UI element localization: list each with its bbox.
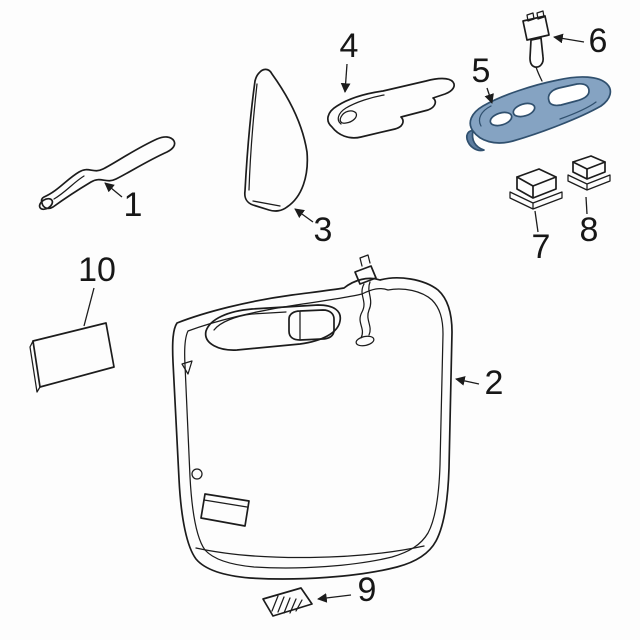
connector-body	[522, 15, 550, 41]
panel-bottom-contour	[195, 545, 425, 559]
bezel-switch-hole-1	[489, 111, 513, 127]
part-7-leader-line	[534, 210, 539, 233]
part-9-label: 9	[358, 571, 377, 609]
sail-inner-edge	[248, 83, 258, 191]
part-3-sail-trim	[243, 68, 309, 212]
panel-armrest-opening	[204, 304, 342, 351]
bezel-side-thickness	[465, 130, 485, 152]
part-3-label: 3	[314, 211, 333, 249]
bezel-top-face	[469, 76, 612, 144]
part-7-window-switch	[509, 168, 563, 210]
part-2-callout: 2	[455, 364, 504, 402]
panel-harness-wire-b	[367, 281, 372, 336]
part-5-switch-bezel-highlighted	[465, 76, 612, 152]
pad-side-edge	[29, 340, 41, 393]
part-2-label: 2	[485, 364, 504, 402]
part-2-leader-line	[455, 376, 480, 386]
part-8-label: 8	[580, 211, 599, 249]
part-10-label: 10	[78, 251, 116, 289]
panel-harness-grommet	[355, 335, 375, 347]
bezel-switch-hole-2	[512, 102, 536, 118]
part-10-insulator-pad	[29, 322, 115, 393]
connector-pin-right	[536, 10, 545, 20]
part-5-leader-line	[484, 87, 494, 104]
part-4-label: 4	[340, 27, 359, 65]
part-8-callout: 8	[580, 196, 599, 249]
switch7-body	[516, 176, 557, 199]
panel-harness-wire-a	[359, 283, 365, 339]
pad-face	[32, 322, 115, 388]
panel-map-pocket-lip	[203, 499, 248, 508]
panel-grab-line	[213, 311, 287, 331]
part-6-callout: 6	[553, 22, 608, 60]
panel-screw-hole	[191, 468, 203, 480]
armrest-slot	[339, 110, 358, 124]
part-3-leader-line	[294, 208, 314, 223]
panel-map-pocket	[200, 493, 250, 527]
armrest-inner-contour	[337, 94, 385, 125]
part-7-label: 7	[532, 228, 551, 266]
part-9-leader-line	[317, 593, 352, 603]
part-6-leader-line	[553, 33, 585, 44]
part-5-label: 5	[472, 52, 491, 90]
reflector-hatching	[271, 595, 303, 614]
part-4-armrest-handle	[327, 77, 455, 139]
sail-outline	[243, 68, 309, 212]
part-10-callout: 10	[78, 251, 116, 327]
armrest-outline	[327, 77, 455, 139]
part-8-leader-line	[585, 196, 588, 215]
panel-clip-bracket	[181, 360, 193, 375]
panel-outer-outline	[171, 277, 453, 580]
sail-bottom-line	[252, 200, 281, 207]
connector-pin-left	[526, 12, 535, 22]
part-9-callout: 9	[317, 571, 377, 609]
part-9-reflector	[262, 587, 313, 617]
part-4-callout: 4	[340, 27, 359, 93]
part-5-callout: 5	[472, 52, 494, 104]
weatherstrip-end-cap	[38, 197, 54, 211]
part-8-lock-switch	[567, 155, 611, 191]
bezel-inner-contour	[478, 105, 492, 127]
part-1-label: 1	[124, 186, 143, 224]
part-1-leader-line	[104, 182, 123, 198]
connector-stem	[529, 37, 544, 68]
part-1-weatherstrip	[38, 136, 176, 211]
reflector-outline	[262, 587, 313, 617]
switch7-base	[509, 191, 563, 210]
part-7-callout: 7	[532, 210, 551, 266]
part-6-label: 6	[589, 22, 608, 60]
switch8-base	[567, 174, 611, 191]
switch7-rocker-top	[516, 168, 557, 187]
part-1-callout: 1	[104, 182, 143, 224]
connector-lead-wire	[535, 66, 543, 82]
panel-handle-cup	[288, 309, 335, 341]
bezel-window-opening	[547, 82, 590, 107]
switch8-rocker-top	[572, 155, 606, 170]
part-2-door-trim-panel	[171, 254, 453, 580]
part-10-leader-line	[83, 287, 95, 327]
bezel-ridge-line	[559, 101, 597, 120]
panel-inner-outline	[184, 288, 444, 569]
weatherstrip-profile-line	[53, 175, 85, 200]
switch8-body	[572, 161, 606, 180]
part-6-connector	[522, 10, 550, 82]
diagram-linework: 1 10 3 4	[29, 10, 612, 617]
weatherstrip-outline	[40, 136, 176, 210]
part-3-callout: 3	[294, 208, 333, 249]
panel-harness-pin	[359, 254, 371, 267]
panel-harness-connector	[354, 265, 377, 285]
part-4-leader-line	[340, 63, 351, 93]
